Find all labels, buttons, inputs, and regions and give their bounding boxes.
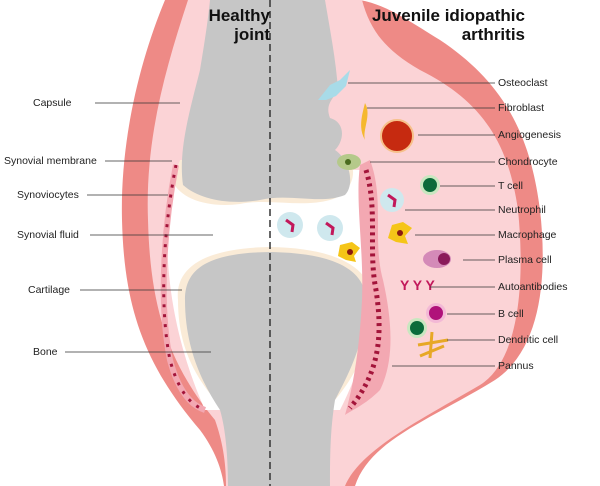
label-neutrophil: Neutrophil [498, 204, 546, 216]
fibroblast-icon [361, 103, 368, 140]
label-macrophage: Macrophage [498, 229, 557, 241]
lower-bone [185, 252, 366, 486]
pannus [345, 160, 391, 415]
label-synovial-membrane: Synovial membrane [4, 155, 97, 167]
label-capsule: Capsule [33, 97, 72, 109]
label-dendritic-cell: Dendritic cell [498, 334, 559, 346]
autoantibodies-icon: Y Y Y [400, 277, 435, 293]
synoviocytes [162, 164, 206, 412]
label-t-cell: T cell [498, 180, 523, 192]
label-chondrocyte: Chondrocyte [498, 156, 558, 168]
upper-bone [181, 0, 351, 202]
label-osteoclast: Osteoclast [498, 77, 548, 89]
leader-lines [65, 82, 495, 367]
pannus-cells [348, 169, 382, 410]
neutrophil-icon [380, 188, 404, 212]
osteoclast-icon [318, 70, 350, 100]
angiogenesis-icon [380, 119, 414, 153]
label-pannus: Pannus [498, 360, 534, 372]
label-synovial-fluid: Synovial fluid [17, 229, 79, 241]
label-cartilage: Cartilage [28, 284, 71, 296]
label-plasma-cell: Plasma cell [498, 254, 552, 266]
neutrophil-icon [317, 215, 343, 241]
neutrophil-nuclei [285, 193, 397, 236]
label-fibroblast: Fibroblast [498, 102, 545, 114]
label-angiogenesis: Angiogenesis [498, 129, 562, 141]
label-autoantibodies: Autoantibodies [498, 281, 568, 293]
label-bone: Bone [33, 346, 58, 358]
dendritic-cell-icon [417, 331, 449, 359]
neutrophil-icon [277, 212, 303, 238]
label-b-cell: B cell [498, 308, 524, 320]
label-synoviocytes: Synoviocytes [17, 189, 79, 201]
